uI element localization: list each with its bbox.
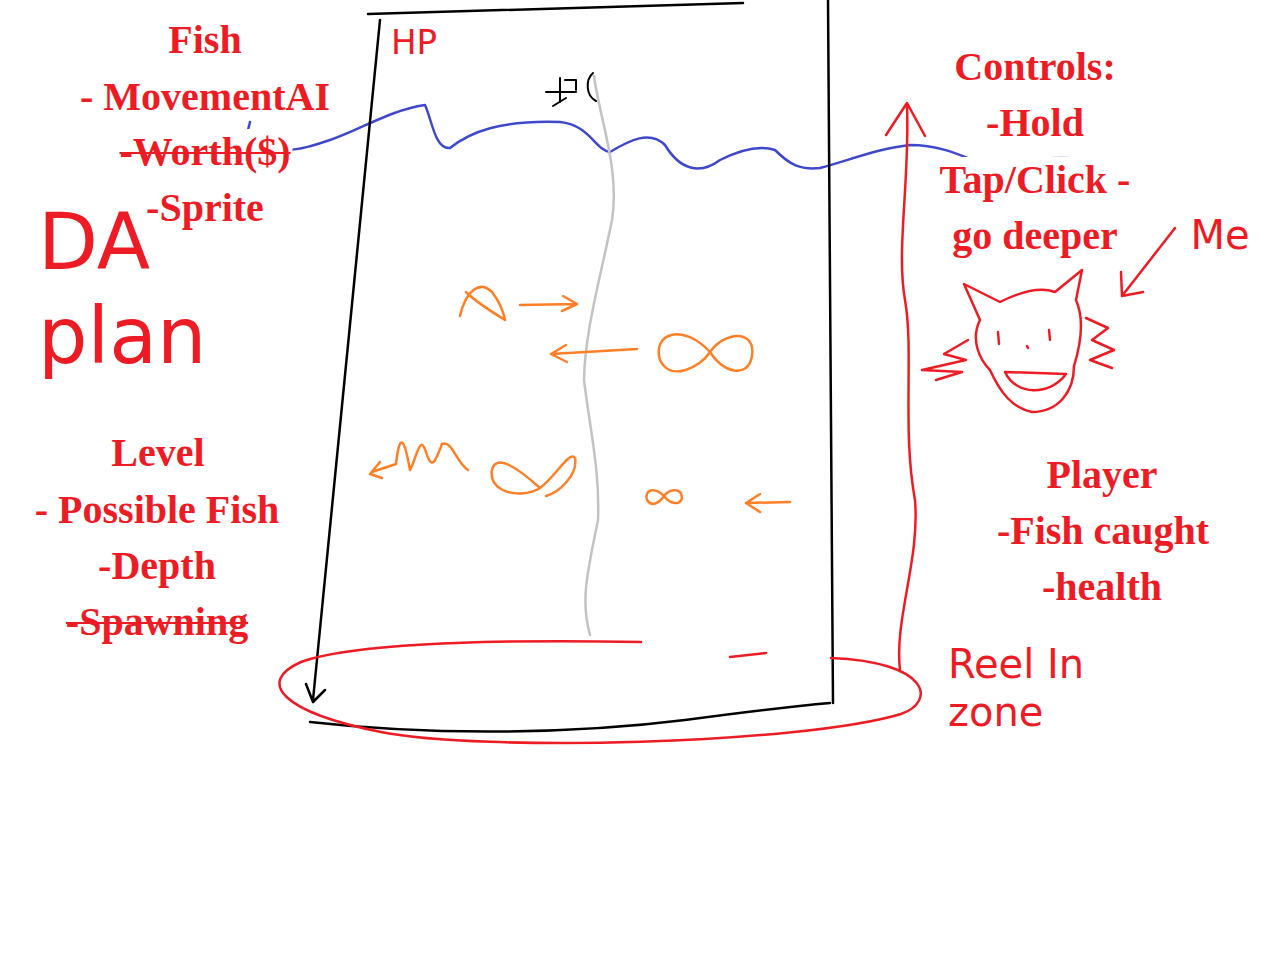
- zone-label: Reel In zone: [948, 640, 1133, 736]
- movement-arrow: [551, 345, 637, 362]
- movement-arrow: [520, 296, 577, 311]
- zone-outline: [270, 638, 932, 746]
- note-text: - MovementAI: [78, 74, 332, 119]
- game-screen: HP: [305, 0, 835, 735]
- label-wrap: -Hold: [984, 100, 1086, 146]
- label-wrap: Me: [1190, 212, 1249, 258]
- hook-symbol: [546, 73, 596, 106]
- cat-face: [922, 270, 1114, 412]
- movement-arrow: [746, 494, 790, 512]
- label-wrap: Tap/Click -: [938, 157, 1133, 203]
- note-text: Level: [109, 430, 206, 475]
- fishing-line: [584, 76, 614, 635]
- note-text: Me: [1190, 212, 1249, 258]
- label-wrap: Player: [1044, 452, 1159, 498]
- note-text: -Fish caught: [995, 508, 1211, 553]
- reel-arrow: [886, 103, 925, 670]
- note-text: Controls:: [952, 44, 1117, 89]
- fish-sketch: [492, 456, 576, 496]
- note-text: Fish: [166, 17, 243, 62]
- note-text: Tap/Click -: [938, 157, 1133, 202]
- label-wrap: Level: [109, 430, 206, 476]
- reel-zone: Reel In zone: [270, 638, 932, 746]
- label-wrap: -Depth: [96, 543, 218, 589]
- note-text: -Depth: [96, 543, 218, 588]
- label-wrap: Controls:: [952, 44, 1117, 90]
- screen-outline: [305, 0, 835, 735]
- label-wrap: -Sprite: [144, 185, 266, 231]
- note-text: Player: [1044, 452, 1159, 497]
- label-wrap: Fish: [166, 17, 243, 63]
- note-text: - Possible Fish: [33, 487, 281, 532]
- note-text: -Sprite: [144, 185, 266, 230]
- hp-label: HP: [391, 24, 437, 61]
- note-text: go deeper: [950, 213, 1120, 258]
- label-wrap: -Worth($): [117, 129, 292, 175]
- fish-sketch: [646, 490, 682, 504]
- fish-sketch: [460, 287, 505, 320]
- fish-sketch: [370, 442, 468, 478]
- note-text: -Worth($): [117, 129, 292, 174]
- label-wrap: go deeper: [950, 213, 1120, 259]
- label-wrap: -Fish caught: [995, 508, 1211, 554]
- pointer-arrow: [1121, 228, 1175, 296]
- note-text: -health: [1040, 564, 1164, 609]
- label-wrap: -Spawning: [64, 599, 250, 645]
- note-text: -Hold: [984, 100, 1086, 145]
- label-wrap: - MovementAI: [78, 74, 332, 120]
- ellipse-stroke-end: [730, 653, 766, 657]
- note-text: -Spawning: [64, 599, 250, 644]
- label-wrap: - Possible Fish: [33, 487, 281, 533]
- label-wrap: -health: [1040, 564, 1164, 610]
- fish-sketch: [659, 334, 753, 371]
